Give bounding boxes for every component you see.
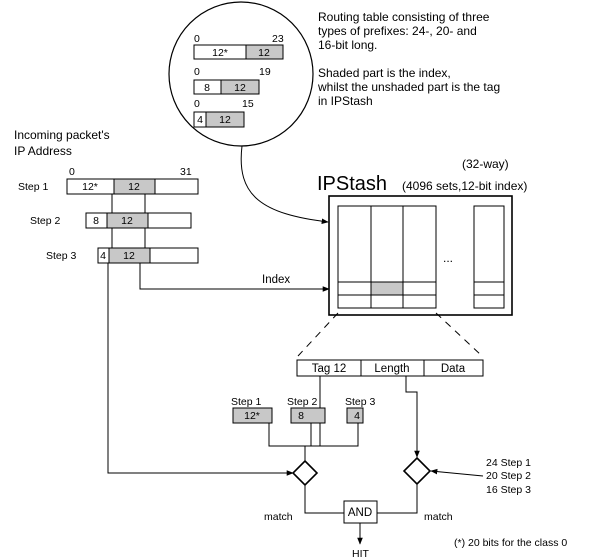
tag-step-value: 4 <box>354 410 360 422</box>
callout-note-line: whilst the unshaded part is the tag <box>317 80 500 94</box>
index-value: 12 <box>123 250 135 262</box>
callout-circle <box>168 1 314 147</box>
tag-value: 8 <box>204 82 210 94</box>
prefix-callout: 0 23 12* 12 0 19 8 12 0 15 4 12 <box>168 1 314 147</box>
ipstash-sets: (4096 sets,12-bit index) <box>402 179 527 193</box>
callout-description: Routing table consisting of three types … <box>317 10 500 108</box>
expand-right <box>435 312 483 357</box>
tag-step-box <box>346 407 364 424</box>
callout-arrow <box>240 145 329 225</box>
and-label: AND <box>348 507 372 519</box>
length-step-line: 24 Step 1 <box>486 457 531 469</box>
tag-value: 12* <box>82 181 98 193</box>
ipstash-title: IPStash <box>317 173 387 195</box>
tag-step-value: 8 <box>298 410 304 422</box>
tag-value: 4 <box>100 250 106 262</box>
callout-note-line: 16-bit long. <box>318 38 377 52</box>
index-field <box>245 44 284 60</box>
indexed-set-cell <box>370 281 404 296</box>
tag-compare: Step 1 Step 2 Step 3 12* 8 4 <box>231 396 376 461</box>
ways-ellipsis: ... <box>443 251 453 265</box>
step-label: Step 3 <box>345 396 376 408</box>
tag-step-value: 12* <box>244 410 260 422</box>
ipstash-ways: (32-way) <box>462 157 509 171</box>
incoming-title: IP Address <box>14 144 72 158</box>
callout-note-line: Routing table consisting of three <box>318 10 490 24</box>
match-line-right <box>377 484 418 514</box>
callout-note-line: types of prefixes: 24-, 20- and <box>318 24 477 38</box>
cache-entry: Tag 12 Length Data <box>296 359 484 377</box>
bit-label-end: 19 <box>259 66 271 78</box>
tag-value: 4 <box>197 114 203 126</box>
length-comparator <box>402 456 432 486</box>
tag-comparator <box>291 459 319 487</box>
match-line-left <box>304 485 344 514</box>
index-value: 12 <box>234 82 246 94</box>
match-label-left: match <box>264 511 293 523</box>
index-field <box>205 111 245 128</box>
bit-label-end: 15 <box>242 98 254 110</box>
step-label: Step 2 <box>287 396 318 408</box>
bit-label-start: 0 <box>194 66 200 78</box>
entry-box <box>296 359 484 377</box>
expand-left <box>297 312 339 357</box>
index-value: 12 <box>258 47 270 59</box>
step-label: Step 1 <box>18 181 49 193</box>
bit-label-start: 0 <box>194 98 200 110</box>
callout-note-line: Shaded part is the index, <box>318 66 451 80</box>
step-label: Step 1 <box>231 396 262 408</box>
index-field <box>113 178 156 195</box>
index-value: 12 <box>121 215 133 227</box>
tag-step-box <box>232 407 273 424</box>
hit-label: HIT <box>352 548 370 558</box>
index-arrow <box>139 263 330 292</box>
packet-arrow <box>107 263 294 476</box>
length-step-line: 20 Step 2 <box>486 470 531 482</box>
prefix-row-20: 0 19 8 12 <box>193 66 271 95</box>
index-field <box>106 212 149 229</box>
incoming-packet: Incoming packet's IP Address 0 31 Step 1… <box>14 128 199 264</box>
tag-step-box <box>290 407 326 424</box>
index-value: 12 <box>219 114 231 126</box>
tag-value: 12* <box>212 47 228 59</box>
prefix-row-24: 0 23 12* 12 <box>193 33 284 60</box>
bit-label-end: 23 <box>272 33 284 45</box>
bit-label-end: 31 <box>180 166 192 178</box>
length-step-line: 16 Step 3 <box>486 484 531 496</box>
ipstash-cache: IPStash (32-way) (4096 sets,12-bit index… <box>317 157 527 316</box>
step-label: Step 3 <box>46 250 77 262</box>
index-field <box>220 79 260 95</box>
entry-tag-field: Tag 12 <box>312 363 347 375</box>
index-value: 12 <box>128 181 140 193</box>
entry-data-field: Data <box>441 363 466 375</box>
match-label-right: match <box>424 511 453 523</box>
callout-note-line: in IPStash <box>318 94 373 108</box>
index-field <box>108 247 151 264</box>
entry-length-field: Length <box>374 363 409 375</box>
last-way <box>473 205 505 309</box>
step-label: Step 2 <box>30 215 61 227</box>
length-arrow <box>405 376 420 458</box>
length-steps: 24 Step 1 20 Step 2 16 Step 3 <box>430 457 531 496</box>
footnote: (*) 20 bits for the class 0 <box>454 537 567 549</box>
index-label: Index <box>262 274 290 286</box>
bit-label-start: 0 <box>69 166 75 178</box>
incoming-title: Incoming packet's <box>14 128 110 142</box>
prefix-row-16: 0 15 4 12 <box>193 98 254 128</box>
bit-label-start: 0 <box>194 33 200 45</box>
tag-value: 8 <box>93 215 99 227</box>
